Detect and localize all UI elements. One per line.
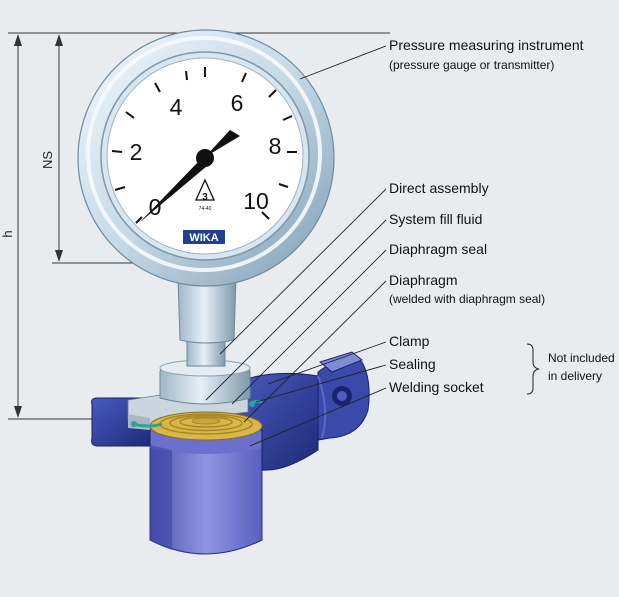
welding-socket xyxy=(149,429,263,555)
direct-assembly-stem xyxy=(177,277,237,367)
label-welding-socket: Welding socket xyxy=(389,379,484,395)
note-not-included-line1: Not included xyxy=(548,351,615,365)
leader-sealing xyxy=(255,364,387,403)
ns-top-arrow xyxy=(55,34,63,46)
h-bottom-arrow xyxy=(14,406,22,418)
label-diaphragm: Diaphragm xyxy=(389,272,457,288)
leader-system-fill-fluid xyxy=(205,219,387,401)
gauge-needle xyxy=(139,130,240,223)
pressure-gauge: 0 2 4 6 8 10 3 74-40 WIKA xyxy=(77,29,335,287)
label-system-fill-fluid: System fill fluid xyxy=(389,211,482,227)
sealing xyxy=(131,399,263,428)
sublabel-diaphragm: (welded with diaphragm seal) xyxy=(389,292,545,306)
label-sealing: Sealing xyxy=(389,356,436,372)
brand-logo: WIKA xyxy=(189,232,218,244)
dial-ticks xyxy=(111,67,297,224)
h-dimension-label: h xyxy=(0,230,15,237)
badge-code: 74-40 xyxy=(199,206,212,212)
label-direct-assembly: Direct assembly xyxy=(389,180,489,196)
label-pressure-measuring-instrument: Pressure measuring instrument xyxy=(389,37,584,53)
dial-number-4: 4 xyxy=(170,94,183,120)
h-top-arrow xyxy=(14,34,22,46)
dial-number-10: 10 xyxy=(243,188,269,214)
label-clamp: Clamp xyxy=(389,333,430,349)
badge-number: 3 xyxy=(202,192,208,203)
leader-pressure-instrument xyxy=(299,45,387,80)
label-diaphragm-seal: Diaphragm seal xyxy=(389,241,487,257)
dial-number-2: 2 xyxy=(130,139,143,165)
dimension-arrows xyxy=(14,34,63,418)
leader-diaphragm-seal xyxy=(231,249,387,405)
leader-direct-assembly xyxy=(219,188,387,355)
brand-plate xyxy=(183,230,225,244)
dial-number-8: 8 xyxy=(269,133,282,159)
leader-clamp xyxy=(267,341,387,385)
clamp xyxy=(91,351,370,471)
seal-upper-body xyxy=(159,359,251,405)
accuracy-class-badge: 3 74-40 xyxy=(194,178,216,212)
callout-labels: Pressure measuring instrument (pressure … xyxy=(389,37,584,395)
note-not-included-line2: in delivery xyxy=(548,369,602,383)
ns-bottom-arrow xyxy=(55,250,63,262)
leader-lines xyxy=(205,45,387,447)
leader-welding-socket xyxy=(249,387,387,447)
ns-dimension-label: NS xyxy=(40,151,55,169)
diaphragm xyxy=(149,411,263,441)
sublabel-pressure-measuring-instrument: (pressure gauge or transmitter) xyxy=(389,58,554,72)
not-included-bracket xyxy=(526,343,540,395)
dial-number-6: 6 xyxy=(231,90,244,116)
